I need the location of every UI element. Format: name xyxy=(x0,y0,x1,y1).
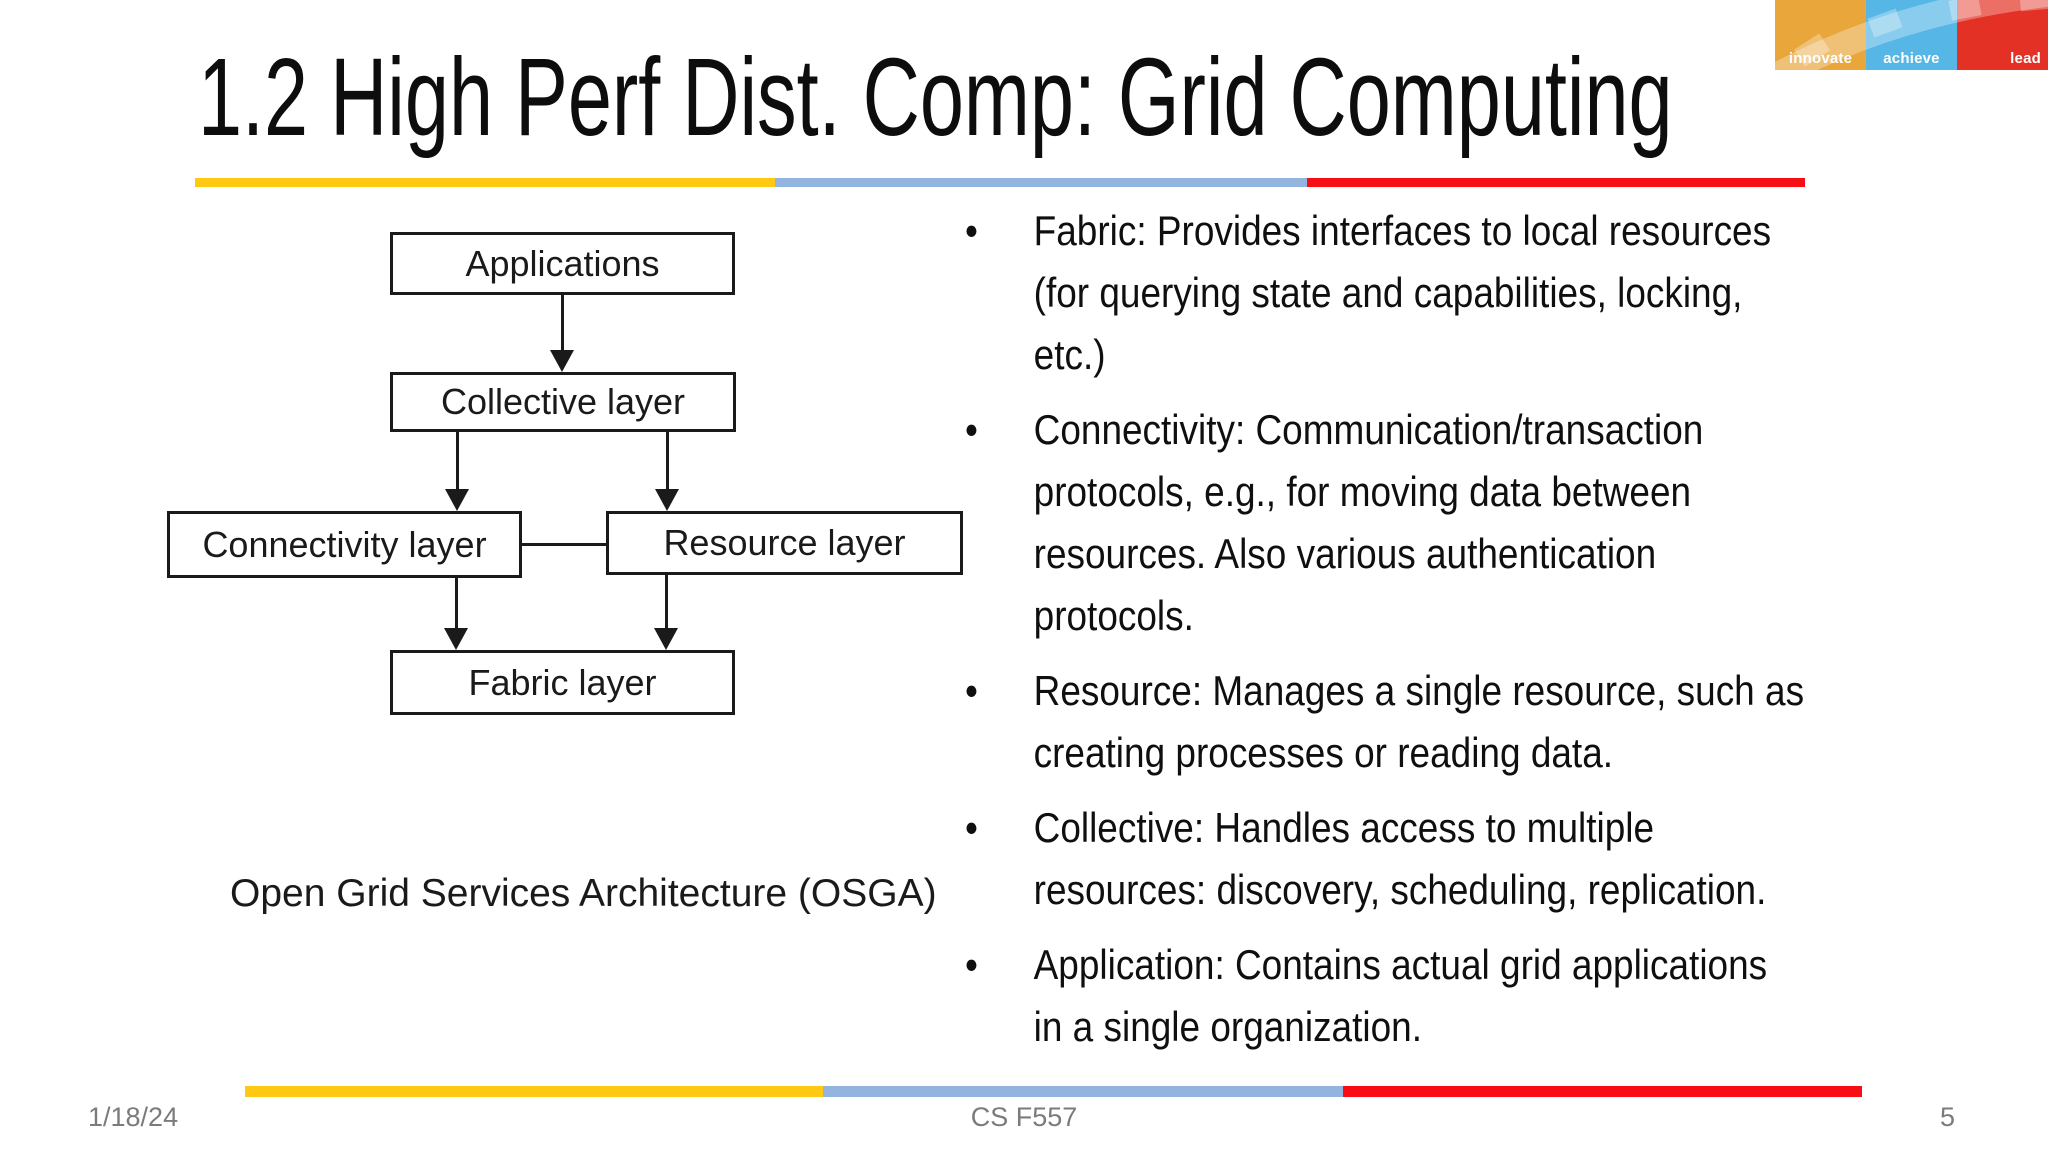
diagram-box-fabric-layer: Fabric layer xyxy=(390,650,735,715)
list-item: • Fabric: Provides interfaces to local r… xyxy=(965,200,2012,386)
bullet-list: • Fabric: Provides interfaces to local r… xyxy=(965,200,2012,1071)
title-bar-yellow-segment xyxy=(195,178,775,187)
footer-date: 1/18/24 xyxy=(88,1102,179,1132)
logo-label-innovate: innovate xyxy=(1788,50,1853,67)
institute-logo: innovate achieve lead xyxy=(1775,0,2048,70)
arrowhead-icon xyxy=(444,628,468,650)
arrowhead-icon xyxy=(445,489,469,511)
diagram-label-collective-layer: Collective layer xyxy=(440,381,686,422)
logo-label-lead: lead xyxy=(2010,50,2041,67)
list-item: • Application: Contains actual grid appl… xyxy=(965,934,2012,1058)
list-item: • Resource: Manages a single resource, s… xyxy=(965,660,2012,784)
diagram-label-fabric-layer: Fabric layer xyxy=(468,661,657,703)
logo-panel-innovate: innovate xyxy=(1775,0,1866,70)
arrow-connectivity-to-fabric xyxy=(455,578,458,629)
slide-title: 1.2 High Perf Dist. Comp: Grid Computing xyxy=(198,36,1673,159)
bullet-icon: • xyxy=(965,804,978,851)
list-item: • Collective: Handles access to multiple… xyxy=(965,797,2012,921)
logo-label-achieve: achieve xyxy=(1883,50,1940,67)
footer-course-code: CS F557 xyxy=(970,1102,1078,1132)
diagram-box-resource-layer: Resource layer xyxy=(606,511,963,575)
bullet-icon: • xyxy=(965,406,978,453)
arrowhead-icon xyxy=(550,350,574,372)
bullet-icon: • xyxy=(965,207,978,254)
arrow-applications-to-collective xyxy=(561,295,564,351)
bullet-text-resource: Resource: Manages a single resource, suc… xyxy=(1033,667,1805,776)
footer-bar-yellow-segment xyxy=(245,1086,823,1097)
arrow-resource-to-fabric xyxy=(665,575,668,629)
bullet-text-connectivity: Connectivity: Communication/transaction … xyxy=(1033,406,1704,639)
bullet-text-fabric: Fabric: Provides interfaces to local res… xyxy=(1033,207,1772,378)
bullet-text-collective: Collective: Handles access to multiple r… xyxy=(1033,804,1767,913)
title-underline-bar xyxy=(195,178,1805,187)
bullet-icon: • xyxy=(965,941,978,988)
arrowhead-icon xyxy=(655,489,679,511)
diagram-label-connectivity-layer: Connectivity layer xyxy=(202,523,487,565)
diagram-label-applications: Applications xyxy=(465,242,660,284)
diagram-box-connectivity-layer: Connectivity layer xyxy=(167,511,522,578)
title-bar-red-segment xyxy=(1307,178,1805,187)
diagram-box-applications: Applications xyxy=(390,232,735,295)
logo-panel-lead: lead xyxy=(1957,0,2048,70)
title-bar-blue-segment xyxy=(775,178,1307,187)
diagram-label-resource-layer: Resource layer xyxy=(663,522,906,563)
diagram-caption: Open Grid Services Architecture (OSGA) xyxy=(230,872,937,915)
bullet-text-application: Application: Contains actual grid applic… xyxy=(1033,941,1768,1050)
arrow-collective-to-resource xyxy=(666,432,669,489)
list-item: • Connectivity: Communication/transactio… xyxy=(965,399,2012,647)
connector-connectivity-resource xyxy=(522,543,606,546)
diagram-box-collective-layer: Collective layer xyxy=(390,372,736,432)
footer-page-number: 5 xyxy=(1939,1102,1955,1132)
arrow-collective-to-connectivity xyxy=(456,432,459,489)
footer-bar-red-segment xyxy=(1343,1086,1862,1097)
footer-accent-bar xyxy=(245,1086,1862,1097)
logo-panel-achieve: achieve xyxy=(1866,0,1957,70)
arrowhead-icon xyxy=(654,628,678,650)
footer-bar-blue-segment xyxy=(823,1086,1343,1097)
bullet-icon: • xyxy=(965,667,978,714)
